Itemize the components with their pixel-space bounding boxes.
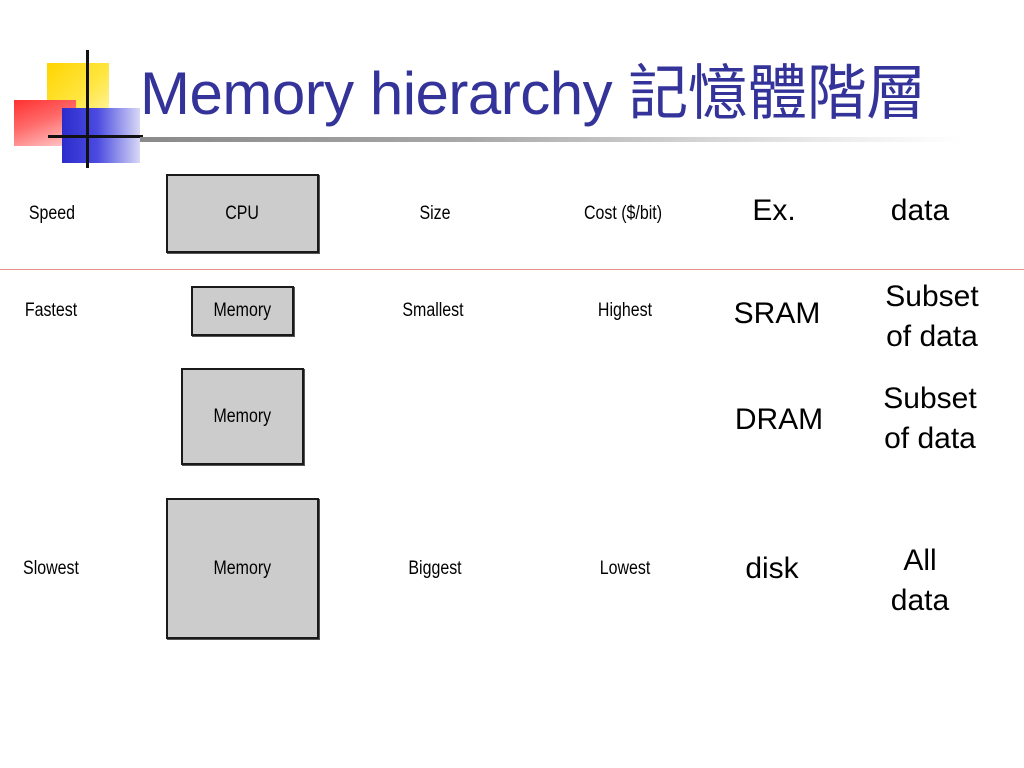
cpu-label: CPU <box>225 202 260 224</box>
data-level1-line2: of data <box>886 320 978 353</box>
speed-header: Speed <box>28 203 76 224</box>
memory-box-level2: Memory <box>181 368 304 465</box>
memory-label: Memory <box>213 405 272 427</box>
data-level3-line2: data <box>890 584 950 617</box>
memory-box-level3: Memory <box>166 498 319 639</box>
example-sram: SRAM <box>733 297 821 330</box>
speed-slowest: Slowest <box>23 558 79 579</box>
data-level3-line1: All <box>903 544 937 577</box>
cost-header: Cost ($/bit) <box>583 203 663 224</box>
example-disk: disk <box>745 552 799 585</box>
example-header: Ex. <box>752 194 796 227</box>
logo-horizontal-line <box>48 135 143 138</box>
speed-fastest: Fastest <box>24 300 78 321</box>
logo-vertical-line <box>86 50 89 168</box>
example-dram: DRAM <box>734 403 824 436</box>
title-underline <box>140 137 960 142</box>
size-header: Size <box>419 203 451 224</box>
cpu-box: CPU <box>166 174 319 253</box>
size-biggest: Biggest <box>408 558 462 579</box>
cost-lowest: Lowest <box>599 558 651 579</box>
data-level2-line2: of data <box>884 422 976 455</box>
header-separator <box>0 269 1024 270</box>
data-header: data <box>890 194 950 227</box>
memory-label: Memory <box>213 557 272 579</box>
memory-box-level1: Memory <box>191 286 294 336</box>
cost-highest: Highest <box>597 300 653 321</box>
data-level1-line1: Subset <box>885 280 979 313</box>
memory-label: Memory <box>213 300 272 321</box>
slide-title: Memory hierarchy 記憶體階層 <box>140 60 926 127</box>
data-level2-line1: Subset <box>883 382 977 415</box>
size-smallest: Smallest <box>402 300 464 321</box>
